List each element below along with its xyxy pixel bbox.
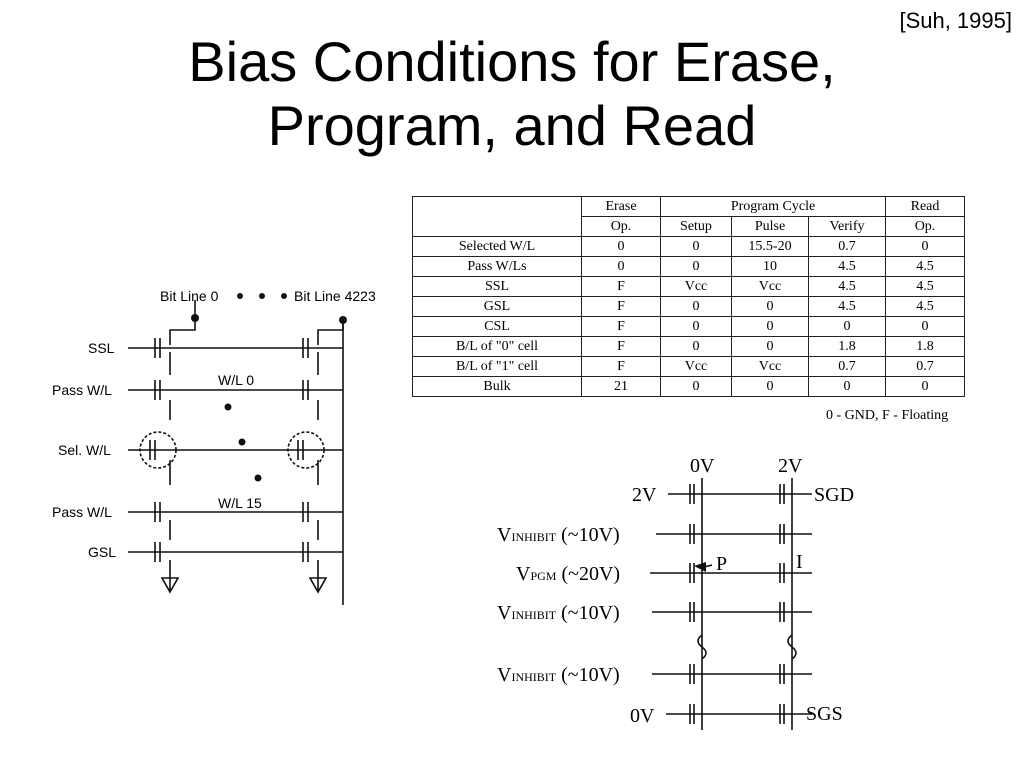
table-cell: 0	[885, 376, 965, 397]
header-read: Read	[885, 196, 965, 217]
label-bit-line-4223: Bit Line 4223	[294, 288, 376, 304]
label-v-inhibit-1: VINHIBIT (~10V)	[497, 524, 620, 546]
label-gsl: GSL	[88, 544, 116, 560]
table-note: 0 - GND, F - Floating	[826, 408, 949, 423]
table-cell: 0.7	[808, 236, 886, 257]
label-top-left-0v: 0V	[690, 455, 715, 477]
label-sgd-2v: 2V	[632, 484, 657, 506]
label-i: I	[796, 551, 803, 573]
label-top-right-2v: 2V	[778, 455, 803, 477]
table-header-row-1: Erase Program Cycle Read	[412, 196, 965, 237]
label-sel-wl: Sel. W/L	[58, 442, 111, 458]
label-wl15: W/L 15	[218, 495, 262, 511]
title-line-2: Program, and Read	[267, 94, 757, 157]
label-pass-wl-bottom: Pass W/L	[52, 504, 112, 520]
label-sgs-0v: 0V	[630, 705, 655, 727]
row-label: Pass W/Ls	[412, 256, 582, 277]
label-p: P	[716, 553, 727, 575]
label-sgd: SGD	[814, 484, 854, 506]
row-label: Selected W/L	[412, 236, 582, 257]
table-cell: 15.5-20	[731, 236, 809, 257]
page-title: Bias Conditions for Erase, Program, and …	[0, 30, 1024, 158]
label-sgs: SGS	[806, 703, 843, 725]
table-cell: 0.7	[885, 356, 965, 377]
label-ssl: SSL	[88, 340, 115, 356]
header-program-cycle: Program Cycle	[660, 196, 886, 217]
label-pass-wl-top: Pass W/L	[52, 382, 112, 398]
header-pulse: Pulse	[731, 216, 809, 237]
label-v-pgm: VPGM (~20V)	[516, 563, 620, 585]
row-label: SSL	[412, 276, 582, 297]
nand-array-schematic: Bit Line 0 Bit Line 4223 SSL Pass W/L Se…	[52, 288, 376, 605]
label-bit-line-0: Bit Line 0	[160, 288, 219, 304]
label-v-inhibit-3: VINHIBIT (~10V)	[497, 664, 620, 686]
citation: [Suh, 1995]	[899, 8, 1012, 33]
label-wl0: W/L 0	[218, 372, 254, 388]
table-cell: 4.5	[885, 276, 965, 297]
label-v-inhibit-2: VINHIBIT (~10V)	[497, 602, 620, 624]
header-verify: Verify	[808, 216, 886, 237]
table-cell: 4.5	[808, 256, 886, 277]
row-label: Bulk	[412, 376, 582, 397]
title-line-1: Bias Conditions for Erase,	[188, 30, 836, 93]
table-cell: 21	[581, 376, 661, 397]
bias-table: Erase Program Cycle Read Op. Setup Pulse…	[412, 196, 965, 397]
